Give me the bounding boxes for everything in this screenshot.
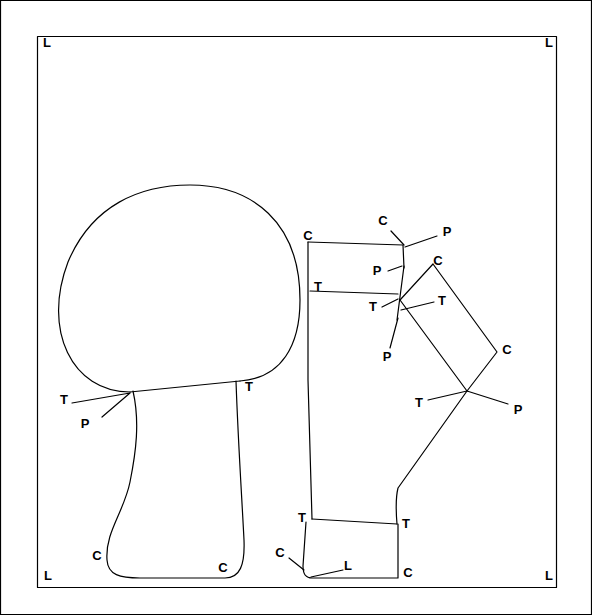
block-ledge bbox=[310, 291, 398, 294]
junction-label: C bbox=[502, 343, 511, 356]
leader-lines bbox=[289, 231, 508, 577]
junction-label: C bbox=[378, 214, 387, 227]
frame bbox=[38, 37, 557, 588]
junction-label: T bbox=[298, 511, 306, 524]
junction-label: L bbox=[545, 569, 553, 582]
junction-label: T bbox=[369, 300, 377, 313]
base-top bbox=[312, 519, 397, 524]
block-left bbox=[308, 242, 312, 519]
mushroom-cap bbox=[59, 185, 300, 392]
junction-label: C bbox=[403, 566, 412, 579]
junction-label: P bbox=[373, 264, 382, 277]
lower-edge bbox=[396, 391, 467, 524]
junction-label: L bbox=[43, 36, 51, 49]
tilted-box bbox=[400, 264, 497, 391]
base-block bbox=[303, 522, 398, 578]
junction-label: P bbox=[514, 403, 523, 416]
mushroom-stem bbox=[107, 381, 244, 578]
junction-label: T bbox=[60, 393, 68, 406]
junction-label: T bbox=[314, 280, 322, 293]
junction-label: P bbox=[383, 350, 392, 363]
inner-edge bbox=[397, 266, 404, 320]
junction-label: T bbox=[245, 380, 253, 393]
junction-label: P bbox=[443, 225, 452, 238]
junction-label: T bbox=[438, 294, 446, 307]
junction-label: C bbox=[92, 549, 101, 562]
junction-label: T bbox=[402, 517, 410, 530]
junction-label: P bbox=[81, 417, 90, 430]
leader-lines bbox=[72, 393, 130, 417]
junction-label: L bbox=[545, 36, 553, 49]
junction-label: L bbox=[344, 559, 352, 572]
junction-label: C bbox=[303, 229, 312, 242]
junction-label: C bbox=[275, 546, 284, 559]
junction-label: L bbox=[44, 569, 52, 582]
cap-rim bbox=[130, 381, 240, 392]
block-top bbox=[308, 242, 404, 268]
junction-label: C bbox=[218, 561, 227, 574]
junction-label: C bbox=[433, 254, 442, 267]
junction-label: T bbox=[415, 396, 423, 409]
